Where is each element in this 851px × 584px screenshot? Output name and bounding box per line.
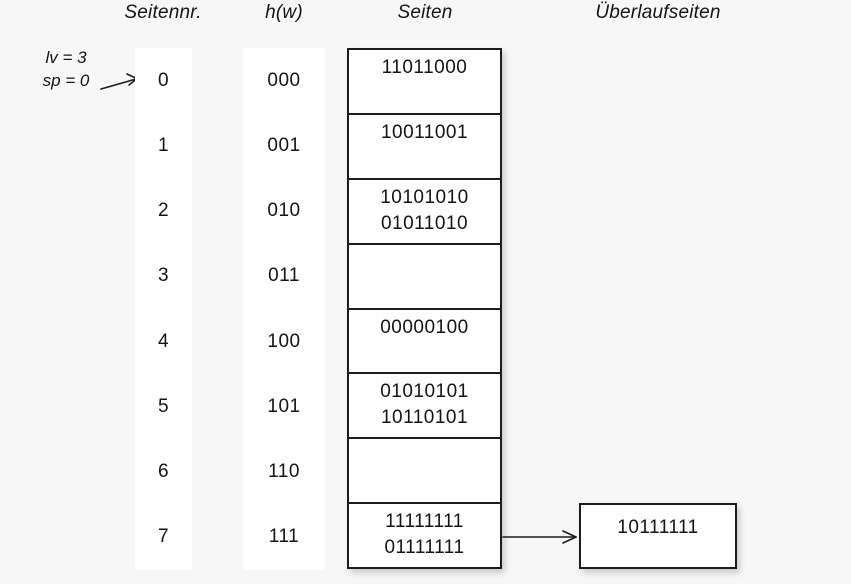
stored-value: 01010101 xyxy=(380,381,469,403)
hash-value: 110 xyxy=(268,461,300,483)
hash-value-column: 000 001 010 011 100 101 110 111 xyxy=(243,48,325,570)
stored-value: 00000100 xyxy=(380,316,469,338)
stored-value: 01111111 xyxy=(384,537,465,559)
column-header-seitennr: Seitennr. xyxy=(124,2,202,23)
page-number: 0 xyxy=(157,69,170,91)
stored-value: 10011001 xyxy=(380,121,469,143)
hash-value: 011 xyxy=(268,265,300,287)
overflow-link-arrow-icon xyxy=(502,530,577,544)
stored-value: 11011000 xyxy=(381,57,468,78)
page-number: 7 xyxy=(157,526,170,548)
stored-value: 11111111 xyxy=(385,511,464,533)
stored-value: 10101010 xyxy=(380,186,469,208)
page-cell-7: 11111111 01111111 xyxy=(349,504,500,567)
hash-value: 010 xyxy=(267,200,301,222)
level-value: lv = 3 xyxy=(45,48,87,67)
page-number: 6 xyxy=(157,461,170,483)
hash-value: 111 xyxy=(268,526,300,548)
page-number: 3 xyxy=(157,265,170,287)
page-number: 2 xyxy=(157,200,170,222)
pages-column-box: 11011000 10011001 10101010 01011010 0000… xyxy=(347,48,502,569)
page-number: 1 xyxy=(157,134,170,156)
page-number-column: 0 1 2 3 4 5 6 7 xyxy=(135,48,192,570)
hash-value: 101 xyxy=(267,395,301,417)
stored-value: 10110101 xyxy=(380,407,469,429)
page-cell-3-empty xyxy=(349,245,500,310)
page-cell-4: 00000100 xyxy=(349,310,500,375)
stored-value: 10111111 xyxy=(617,517,699,538)
hash-value: 000 xyxy=(267,69,301,91)
stored-value: 01011010 xyxy=(380,212,469,234)
page-cell-1: 10011001 xyxy=(349,115,500,180)
page-cell-5: 01010101 10110101 xyxy=(349,374,500,440)
split-pointer-value: sp = 0 xyxy=(42,71,90,90)
column-header-ueberlaufseiten: Überlaufseiten xyxy=(595,2,721,23)
overflow-page-box: 10111111 xyxy=(579,503,737,569)
column-header-seiten: Seiten xyxy=(397,2,453,23)
page-number: 5 xyxy=(157,395,170,417)
hash-value: 001 xyxy=(267,134,301,156)
page-number: 4 xyxy=(157,330,170,352)
page-cell-0: 11011000 xyxy=(349,50,500,115)
state-annotation: lv = 3 sp = 0 xyxy=(30,46,102,92)
page-cell-2: 10101010 01011010 xyxy=(349,180,500,245)
hash-value: 100 xyxy=(267,330,301,352)
page-cell-6-empty xyxy=(349,439,500,505)
column-header-hw: h(w) xyxy=(265,2,303,23)
